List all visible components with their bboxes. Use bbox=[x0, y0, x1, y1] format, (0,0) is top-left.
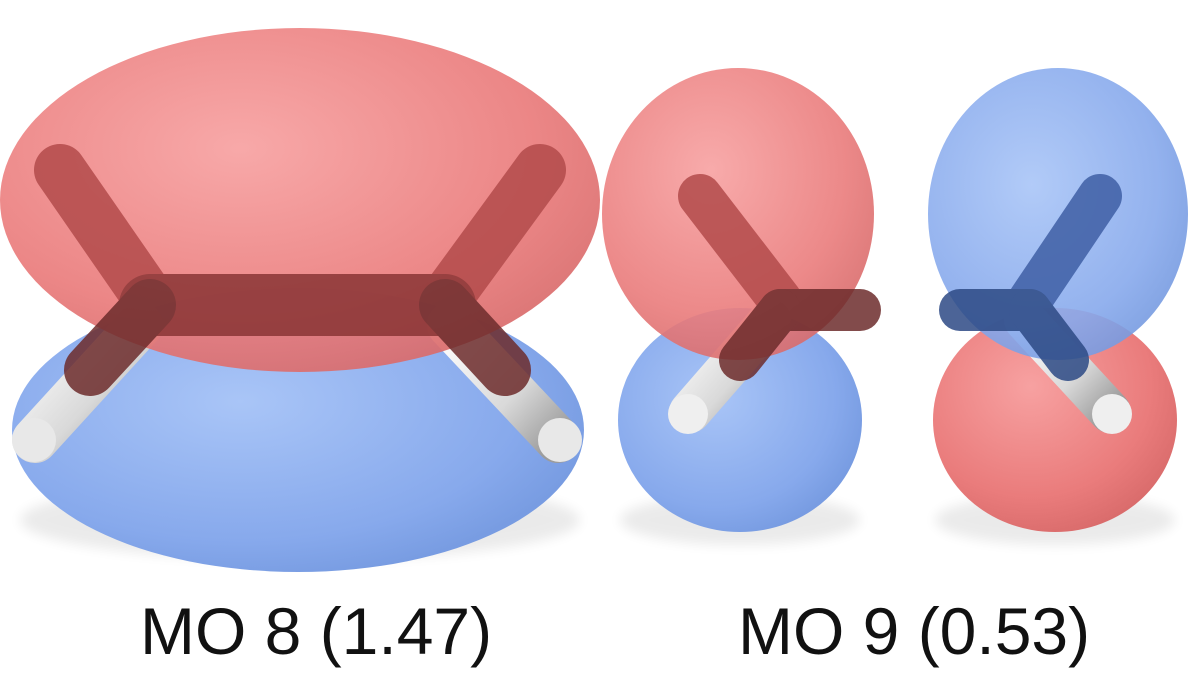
mo8-negative-lobe bbox=[12, 288, 584, 572]
mo9-upper-right-lobe bbox=[928, 68, 1188, 360]
mo9-lower-left-lobe bbox=[618, 308, 862, 532]
mo9-molecule-skeleton bbox=[678, 174, 1122, 381]
mo8-h-atom-left bbox=[12, 418, 56, 462]
mo8-orbital bbox=[0, 28, 600, 572]
mo8-molecule-skeleton bbox=[34, 144, 566, 396]
mo9-h-atom-right bbox=[1092, 394, 1132, 434]
mo8-label: MO 8 (1.47) bbox=[140, 594, 493, 668]
mo8-h-atom-right bbox=[538, 418, 582, 462]
mo9-orbital bbox=[602, 68, 1188, 545]
mo9-lower-right-lobe bbox=[933, 308, 1177, 532]
mo9-h-atom-left bbox=[668, 394, 708, 434]
mo9-label: MO 9 (0.53) bbox=[738, 594, 1091, 668]
